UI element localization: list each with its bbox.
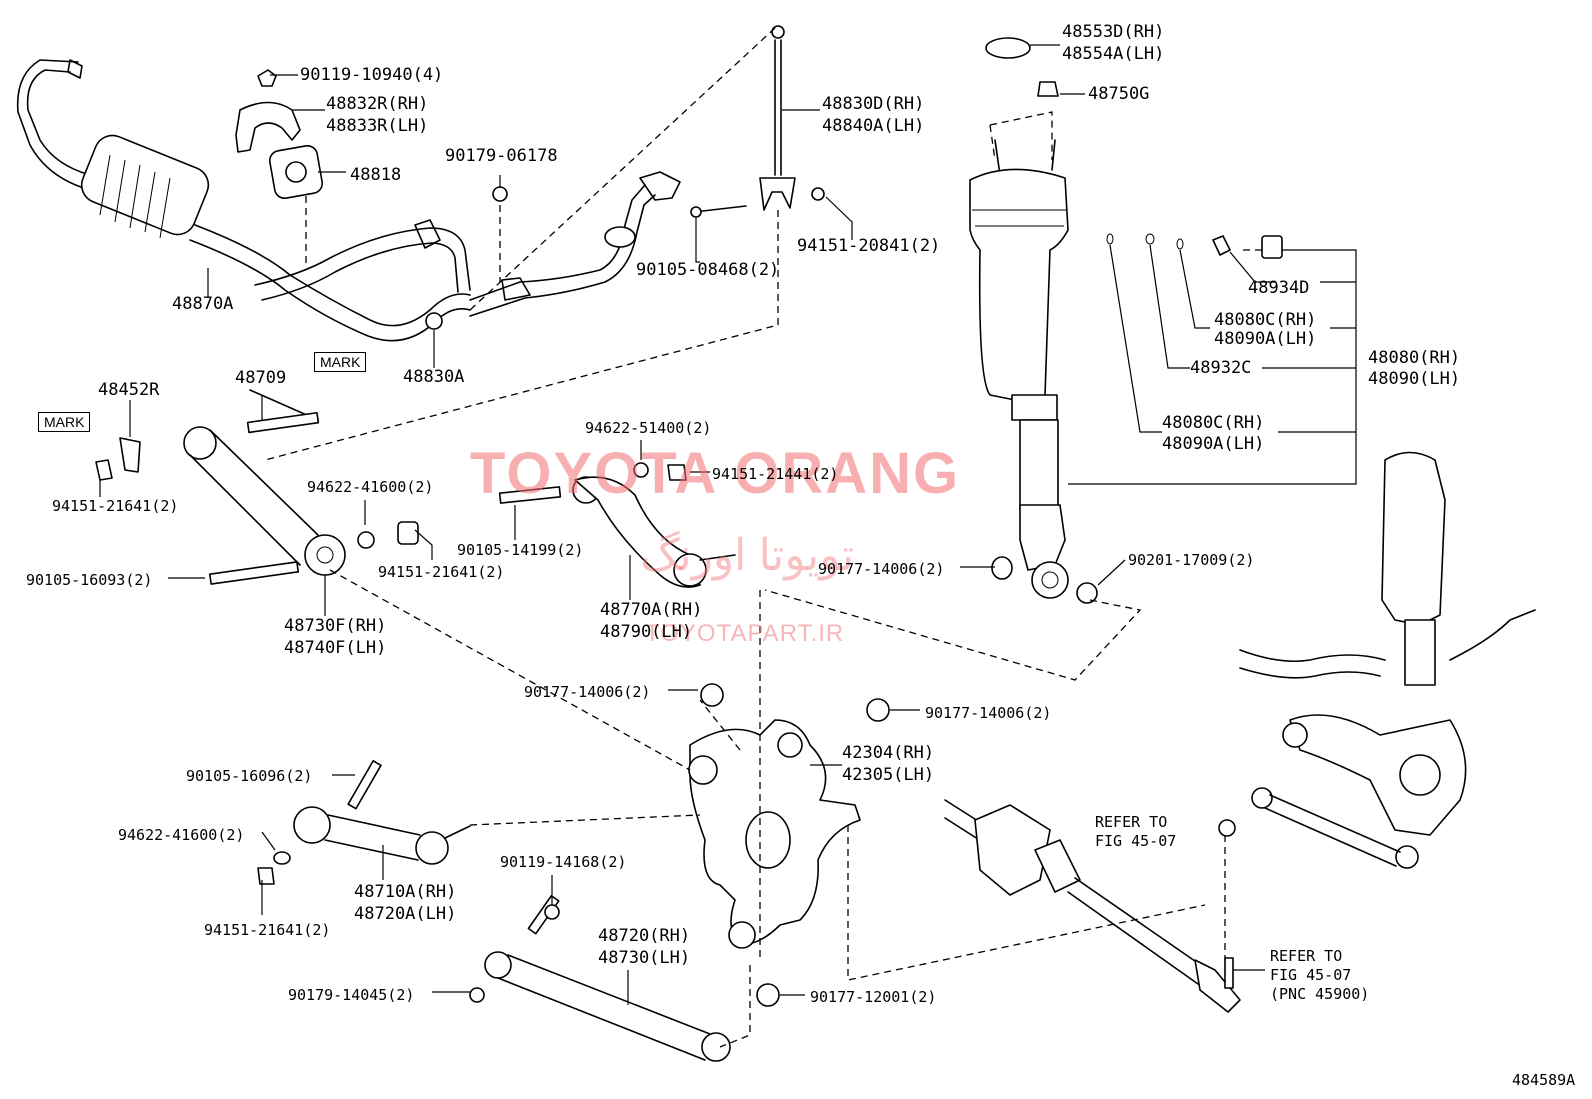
mark-tag: MARK bbox=[314, 352, 367, 372]
part-label: 48730F(RH) bbox=[284, 616, 387, 636]
part-label: 94151-21641(2) bbox=[52, 497, 179, 515]
figure-code: 484589A bbox=[1512, 1071, 1576, 1089]
part-label: 90119-10940(4) bbox=[300, 65, 444, 85]
refer-note: FIG 45-07 bbox=[1270, 966, 1352, 984]
watermark-url: TOYOTAPART.IR bbox=[645, 620, 845, 647]
part-label: 90119-14168(2) bbox=[500, 853, 627, 871]
part-label: 94622-41600(2) bbox=[307, 478, 434, 496]
part-label: 48452R bbox=[98, 380, 160, 400]
air-strut-drawing bbox=[969, 37, 1283, 604]
watermark-persian: تویوتا اورنگ bbox=[640, 531, 855, 580]
lower-arm-48710a-drawing bbox=[257, 760, 560, 935]
part-label: 90105-08468(2) bbox=[636, 260, 780, 280]
part-label: 90105-14199(2) bbox=[457, 541, 584, 559]
stabilizer-bushing-drawing bbox=[235, 69, 825, 218]
part-label: 94151-21641(2) bbox=[378, 563, 505, 581]
part-label: 48710A(RH) bbox=[354, 882, 457, 902]
leader-lines bbox=[99, 44, 1357, 1005]
upper-arm-48770a-drawing bbox=[498, 462, 736, 588]
part-label: 48832R(RH) bbox=[326, 94, 429, 114]
refer-note: REFER TO bbox=[1095, 813, 1168, 831]
part-label: 48932C bbox=[1190, 358, 1252, 378]
part-label: 48090A(LH) bbox=[1214, 329, 1317, 349]
knuckle-42304-drawing bbox=[688, 683, 890, 1007]
part-label: 94622-41600(2) bbox=[118, 826, 245, 844]
part-label: 48830D(RH) bbox=[822, 94, 925, 114]
part-label: 48770A(RH) bbox=[600, 600, 703, 620]
refer-note: (PNC 45900) bbox=[1270, 985, 1370, 1003]
part-label: 90105-16096(2) bbox=[186, 767, 313, 785]
part-label: 90177-14006(2) bbox=[925, 704, 1052, 722]
part-label: 48553D(RH) bbox=[1062, 22, 1165, 42]
part-label: 48080C(RH) bbox=[1214, 310, 1317, 330]
lower-arm-48720-drawing bbox=[469, 951, 731, 1062]
part-label: 48830A bbox=[403, 367, 465, 387]
stabilizer-bar-drawing bbox=[16, 59, 681, 342]
part-label: 48709 bbox=[235, 368, 287, 388]
part-label: 48720(RH) bbox=[598, 926, 691, 946]
part-label: 90179-06178 bbox=[445, 146, 558, 166]
part-label: 48090A(LH) bbox=[1162, 434, 1265, 454]
part-label: 48554A(LH) bbox=[1062, 44, 1165, 64]
part-label: 94151-21441(2) bbox=[712, 465, 839, 483]
part-label: 90105-16093(2) bbox=[26, 571, 153, 589]
part-label: 90177-14006(2) bbox=[818, 560, 945, 578]
part-label: 48833R(LH) bbox=[326, 116, 429, 136]
watermark-title: TOYOTA ORANG bbox=[470, 441, 961, 506]
part-label: 48080C(RH) bbox=[1162, 413, 1265, 433]
mark-tag: MARK bbox=[38, 412, 91, 432]
part-label: 90201-17009(2) bbox=[1128, 551, 1255, 569]
part-label: 90177-14006(2) bbox=[524, 683, 651, 701]
part-label: 48840A(LH) bbox=[822, 116, 925, 136]
dashed-guide-lines bbox=[264, 27, 1262, 1048]
part-label: 48720A(LH) bbox=[354, 904, 457, 924]
part-label: 42304(RH) bbox=[842, 743, 935, 763]
drive-shaft-drawing bbox=[944, 799, 1241, 1013]
part-label: 94151-21641(2) bbox=[204, 921, 331, 939]
part-label: 42305(LH) bbox=[842, 765, 935, 785]
refer-note: FIG 45-07 bbox=[1095, 832, 1177, 850]
part-label: 48730(LH) bbox=[598, 948, 691, 968]
part-label: 90179-14045(2) bbox=[288, 986, 415, 1004]
part-label: 48750G bbox=[1088, 84, 1150, 104]
part-label: 48790(LH) bbox=[600, 622, 693, 642]
part-label: 94151-20841(2) bbox=[797, 236, 941, 256]
part-label: 48934D bbox=[1248, 278, 1310, 298]
part-label: 94622-51400(2) bbox=[585, 419, 712, 437]
part-label: 48740F(LH) bbox=[284, 638, 387, 658]
part-label: 48870A bbox=[172, 294, 234, 314]
refer-note: REFER TO bbox=[1270, 947, 1343, 965]
part-label: 90177-12001(2) bbox=[810, 988, 937, 1006]
part-label: 48090(LH) bbox=[1368, 369, 1461, 389]
part-label: 48818 bbox=[350, 165, 402, 185]
part-label: 48080(RH) bbox=[1368, 348, 1461, 368]
stabilizer-link-drawing bbox=[425, 25, 796, 330]
assembled-corner-view-drawing bbox=[1239, 451, 1536, 869]
